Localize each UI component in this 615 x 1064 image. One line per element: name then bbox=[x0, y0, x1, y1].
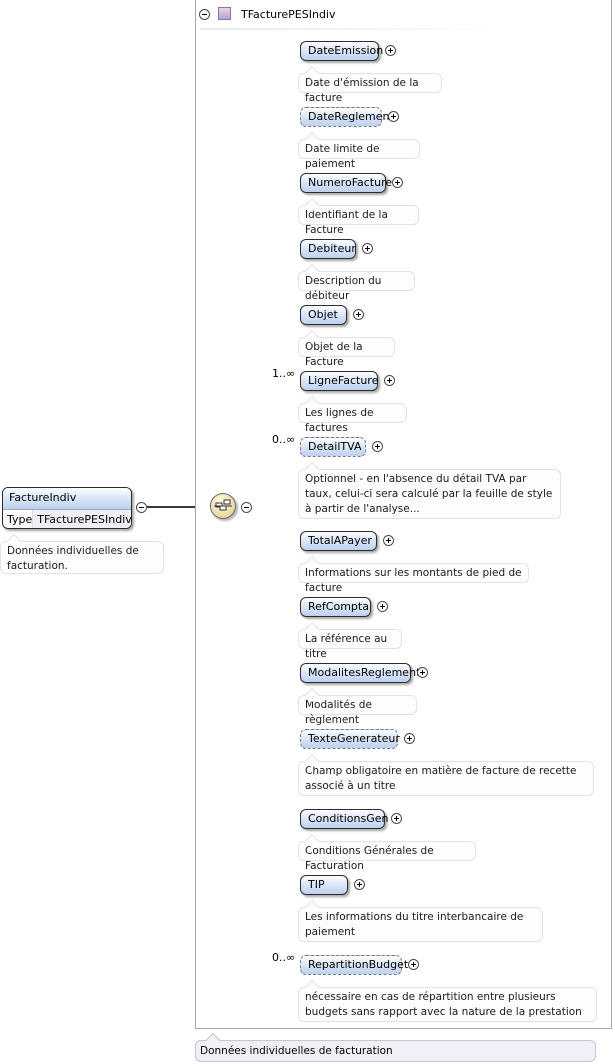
expand-icon[interactable] bbox=[354, 879, 365, 890]
expand-icon[interactable] bbox=[388, 111, 399, 122]
element-doc: Optionnel - en l'absence du détail TVA p… bbox=[298, 469, 561, 519]
element-modalitesreglement[interactable]: ModalitesReglement bbox=[300, 663, 420, 683]
element-objet[interactable]: Objet bbox=[300, 305, 347, 325]
element-debiteur[interactable]: Debiteur bbox=[300, 239, 356, 259]
element-refcompta[interactable]: RefCompta bbox=[300, 597, 371, 617]
complex-type-icon bbox=[218, 7, 231, 20]
element-doc: Informations sur les montants de pied de… bbox=[298, 563, 529, 594]
occurrence-label: 0..∞ bbox=[272, 951, 296, 964]
expand-icon[interactable] bbox=[391, 813, 402, 824]
element-datereglement[interactable]: DateReglement bbox=[300, 107, 394, 127]
root-element-factureindiv[interactable]: FactureIndiv Type TFacturePESIndiv bbox=[2, 487, 132, 529]
expand-icon[interactable] bbox=[417, 667, 428, 678]
element-doc: nécessaire en cas de répartition entre p… bbox=[298, 987, 597, 1022]
element-conditionsgen[interactable]: ConditionsGen bbox=[300, 809, 389, 829]
element-doc: Objet de la Facture bbox=[298, 337, 395, 368]
expand-icon[interactable] bbox=[408, 959, 419, 970]
title-underline bbox=[200, 28, 505, 30]
expand-icon[interactable] bbox=[392, 177, 403, 188]
type-value: TFacturePESIndiv bbox=[32, 510, 131, 528]
expand-icon[interactable] bbox=[353, 309, 364, 320]
root-collapse-icon[interactable] bbox=[136, 502, 147, 513]
element-doc: Description du débiteur bbox=[298, 271, 415, 302]
expand-icon[interactable] bbox=[383, 535, 394, 546]
element-doc: Champ obligatoire en matière de facture … bbox=[298, 761, 594, 796]
element-doc: Conditions Générales de Facturation bbox=[298, 841, 476, 872]
type-documentation: Données individuelles de facturation bbox=[195, 1040, 596, 1062]
complex-type-title: TFacturePESIndiv bbox=[241, 8, 336, 21]
expand-icon[interactable] bbox=[385, 45, 396, 56]
element-doc: Date d'émission de la facture bbox=[298, 73, 442, 104]
element-lignefacture[interactable]: LigneFacture bbox=[300, 371, 378, 391]
expand-icon[interactable] bbox=[377, 601, 388, 612]
expand-icon[interactable] bbox=[362, 243, 373, 254]
element-dateemission[interactable]: DateEmission bbox=[300, 41, 383, 61]
root-element-type-row: Type TFacturePESIndiv bbox=[3, 510, 131, 528]
sequence-compositor-icon[interactable] bbox=[210, 493, 236, 519]
occurrence-label: 0..∞ bbox=[272, 433, 296, 446]
element-doc: Identifiant de la Facture bbox=[298, 205, 419, 236]
sequence-collapse-icon[interactable] bbox=[241, 502, 252, 513]
element-doc: Les lignes de factures bbox=[298, 403, 407, 434]
root-element-name: FactureIndiv bbox=[3, 488, 131, 510]
element-repartitionbudget[interactable]: RepartitionBudget bbox=[300, 955, 408, 975]
root-element-doc: Données individuelles de facturation. bbox=[0, 541, 164, 574]
element-detailtva[interactable]: DetailTVA bbox=[300, 437, 366, 457]
expand-icon[interactable] bbox=[372, 441, 383, 452]
element-doc: La référence au titre bbox=[298, 629, 402, 660]
element-textegenerateur[interactable]: TexteGenerateur bbox=[300, 729, 400, 749]
expand-icon[interactable] bbox=[404, 733, 415, 744]
collapse-icon[interactable] bbox=[199, 9, 210, 20]
element-numerofacture[interactable]: NumeroFacture bbox=[300, 173, 392, 193]
element-tip[interactable]: TIP bbox=[300, 875, 348, 895]
expand-icon[interactable] bbox=[384, 375, 395, 386]
occurrence-label: 1..∞ bbox=[272, 367, 296, 380]
element-doc: Modalités de règlement bbox=[298, 695, 417, 726]
type-label: Type bbox=[7, 513, 33, 526]
element-totalapayer[interactable]: TotalAPayer bbox=[300, 531, 377, 551]
element-doc: Date limite de paiement bbox=[298, 139, 420, 170]
element-doc: Les informations du titre interbancaire … bbox=[298, 907, 543, 942]
